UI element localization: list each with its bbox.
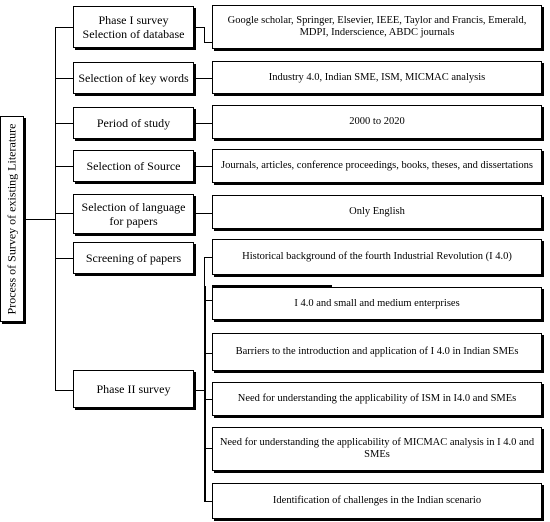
stage-phase2-box: Phase II survey [73,370,194,408]
connector-topic [204,300,213,301]
stage-period-label: Period of study [96,116,171,130]
detail-language-box: Only English [212,195,542,229]
connector-phase2-trunk-thick [204,286,206,502]
detail-source-text: Journals, articles, conference proceedin… [221,160,533,171]
connector-topic [204,257,213,258]
topic-box: Historical background of the fourth Indu… [212,239,542,275]
stage-screening-box: Screening of papers [73,242,194,274]
topic-box: Need for understanding the applicability… [212,382,542,416]
connector-topic [204,501,213,502]
detail-databases-box: Google scholar, Springer, Elsevier, IEEE… [212,5,542,49]
topic-text: I 4.0 and small and medium enterprises [294,297,460,309]
connector-branch [55,27,74,28]
connector-topic [204,353,213,354]
topic-box: I 4.0 and small and medium enterprises [212,287,542,320]
connector-main-trunk [55,27,56,391]
connector-phase2-top-bar [212,285,332,287]
connector-phase1-detail [204,27,205,43]
connector-branch [55,390,74,391]
connector-keywords-detail [196,78,212,79]
stage-source-label: Selection of Source [86,159,181,173]
stage-language-label: Selection of language for papers [81,200,186,228]
topic-box: Need for understanding the applicability… [212,427,542,471]
topic-text: Historical background of the fourth Indu… [242,251,512,262]
connector-branch [55,78,74,79]
connector-phase1-detail [204,42,212,43]
topic-text: Need for understanding the applicability… [237,393,517,404]
connector-title [24,219,56,220]
connector-phase1-detail [196,27,204,28]
topic-text: Need for understanding the applicability… [219,437,535,460]
topic-text: Barriers to the introduction and applica… [235,346,519,357]
detail-period-text: 2000 to 2020 [349,116,405,127]
connector-branch [55,213,74,214]
detail-keywords-text: Industry 4.0, Indian SME, ISM, MICMAC an… [268,71,486,83]
stage-source-box: Selection of Source [73,150,194,182]
stage-keywords-box: Selection of key words [73,62,194,94]
connector-topic [204,399,213,400]
detail-databases-text: Google scholar, Springer, Elsevier, IEEE… [227,15,527,38]
stage-keywords-label: Selection of key words [78,71,189,85]
detail-period-box: 2000 to 2020 [212,105,542,139]
process-title: Process of Survey of existing Literature [4,123,19,315]
stage-phase1-box: Phase I survey Selection of database [73,6,194,48]
stage-period-box: Period of study [73,107,194,139]
connector-language-detail [196,213,212,214]
stage-language-box: Selection of language for papers [73,194,194,234]
topic-text: Identification of challenges in the Indi… [272,495,482,506]
connector-branch [55,123,74,124]
stage-screening-label: Screening of papers [85,251,182,265]
process-title-box: Process of Survey of existing Literature [0,116,24,322]
stage-phase1-label: Phase I survey Selection of database [82,13,185,41]
detail-source-box: Journals, articles, conference proceedin… [212,149,542,183]
detail-language-text: Only English [349,206,405,217]
connector-topic [204,448,213,449]
connector-source-detail [196,166,212,167]
connector-period-detail [196,123,212,124]
connector-phase2-stub [196,390,204,391]
detail-keywords-box: Industry 4.0, Indian SME, ISM, MICMAC an… [212,61,542,94]
connector-branch [55,258,74,259]
connector-branch [55,166,74,167]
stage-phase2-label: Phase II survey [96,382,171,396]
topic-box: Barriers to the introduction and applica… [212,333,542,371]
topic-box: Identification of challenges in the Indi… [212,483,542,519]
